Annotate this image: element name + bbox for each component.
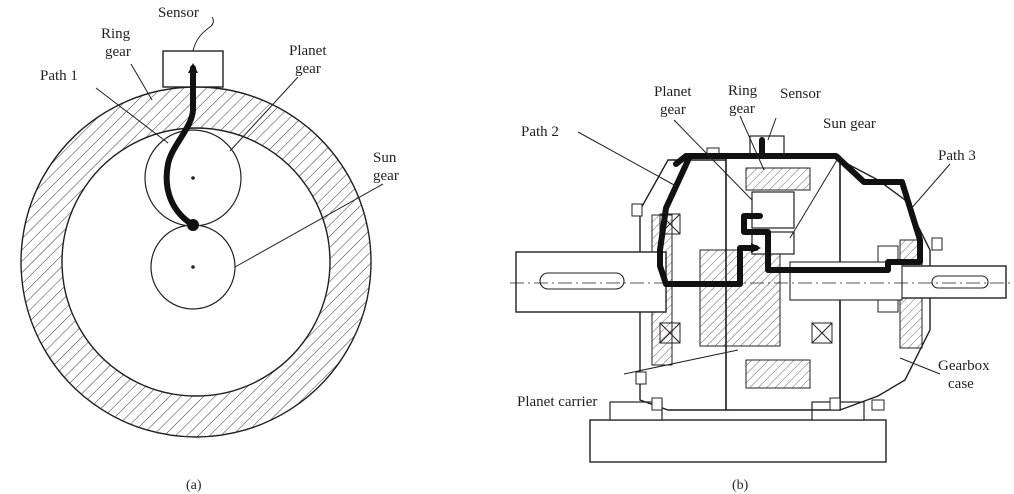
label-ring-gear-a-line2: gear <box>105 44 131 60</box>
leader-sun-gear-a <box>234 183 384 268</box>
label-planet-carrier: Planet carrier <box>517 394 597 410</box>
leader-planet-gear-b <box>673 119 753 201</box>
path2-line <box>657 137 765 287</box>
panel-b: Path 2 Planet gear Ring gear Sensor Sun … <box>510 83 1010 493</box>
hatch-ring <box>745 167 811 191</box>
base-mount-left <box>609 401 663 421</box>
caption-a: (a) <box>186 478 202 493</box>
label-sun-gear-b: Sun gear <box>823 116 876 132</box>
caption-b: (b) <box>732 478 749 493</box>
leader-planet-carrier <box>623 349 739 375</box>
base-plate <box>589 419 887 463</box>
bolt-base-left <box>651 397 663 411</box>
planet-gear-center <box>191 176 195 180</box>
label-sun-gear-a-line2: gear <box>373 168 399 184</box>
leader-ring-gear-b <box>739 115 765 171</box>
label-path2: Path 2 <box>521 124 559 140</box>
label-ring-gear-b-line1: Ring <box>728 83 758 99</box>
path3-line <box>741 153 923 273</box>
bolt-right-top <box>931 237 943 251</box>
planet-gear-block <box>751 191 795 229</box>
bolt-right-bottom <box>871 399 885 411</box>
label-planet-gear-b-line1: Planet <box>654 84 692 100</box>
leader-planet-gear-a <box>229 76 299 152</box>
label-gearbox-case-line2: case <box>948 376 974 392</box>
label-ring-gear-a-line1: Ring <box>101 26 131 42</box>
mesh-point <box>187 219 199 231</box>
label-planet-gear-a-line2: gear <box>295 61 321 77</box>
keyway-left <box>539 272 625 290</box>
right-casing <box>839 158 931 412</box>
label-sun-gear-a-line1: Sun <box>373 150 397 166</box>
leader-sensor-b <box>767 117 777 141</box>
bolt-base-right <box>829 397 841 411</box>
sensor-cable-a <box>192 16 214 52</box>
label-gearbox-case-line1: Gearbox <box>938 358 990 374</box>
path1-line <box>163 63 198 228</box>
label-sensor-a: Sensor <box>158 5 199 21</box>
ring-gear-shape <box>20 86 372 438</box>
label-planet-gear-a-line1: Planet <box>289 43 327 59</box>
bearing-1 <box>659 213 681 235</box>
sun-gear-center <box>191 265 195 269</box>
label-path1: Path 1 <box>40 68 78 84</box>
bolt-left-top <box>631 203 643 217</box>
label-ring-gear-b-line2: gear <box>729 101 755 117</box>
leader-ring-gear-a <box>130 63 153 101</box>
planet-gear-lower <box>751 231 795 255</box>
label-planet-gear-b-line2: gear <box>660 102 686 118</box>
leader-path2 <box>577 131 677 187</box>
bolt-left-bottom <box>635 371 647 385</box>
label-path3: Path 3 <box>938 148 976 164</box>
bearing-2 <box>659 322 681 344</box>
label-sensor-b: Sensor <box>780 86 821 102</box>
keyway-right <box>931 275 989 289</box>
leader-path1 <box>95 87 169 144</box>
bearing-3 <box>811 322 833 344</box>
leader-sun-gear-b <box>789 154 841 239</box>
hatch-bottom <box>745 359 811 389</box>
panel-a: Sensor Ring gear Path 1 Planet gear Sun … <box>20 5 399 493</box>
leader-gearbox-case <box>899 357 941 375</box>
leader-path3 <box>909 163 951 211</box>
